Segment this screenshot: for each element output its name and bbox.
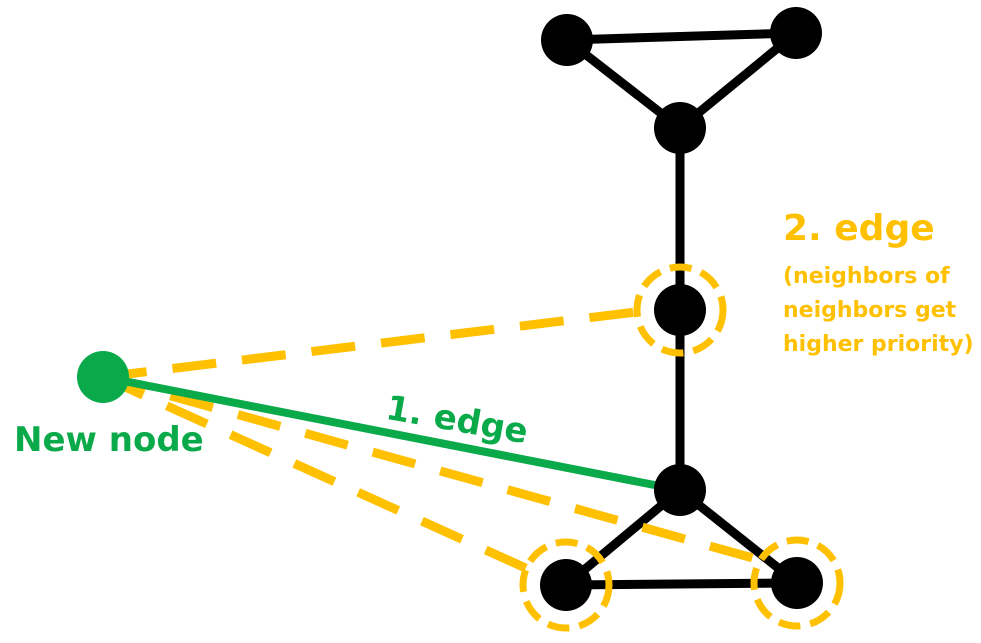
new-node-label: New node (14, 420, 204, 460)
node-middle (654, 284, 706, 336)
second-edge-note-line-3: higher priority) (783, 332, 974, 357)
existing-nodes (540, 7, 823, 611)
candidate-ring-bottom-left (519, 538, 613, 632)
candidate-rings (519, 263, 844, 632)
edge-top-left-top-right (562, 28, 801, 45)
second-edge-label: 2. edge (783, 208, 935, 249)
node-bottom-left (540, 559, 592, 611)
candidate-edges (101, 307, 762, 575)
second-edge-note-line-1: (neighbors of (783, 264, 950, 289)
node-top-left (541, 14, 593, 66)
new-node (77, 351, 129, 403)
candidate-edge-bottom-right (101, 372, 762, 565)
edge-bottom-left-bottom-right (561, 578, 802, 590)
node-top-right (770, 7, 822, 59)
second-edge-note-line-2: neighbors get (783, 298, 957, 323)
first-edge (102, 373, 681, 494)
node-upper-hub (654, 102, 706, 154)
candidate-edge-middle (102, 307, 637, 382)
node-bottom-right (771, 557, 823, 609)
second-edge-note: (neighbors of neighbors get higher prior… (783, 260, 974, 362)
candidate-ring-middle (633, 263, 727, 357)
candidate-edge-bottom-left (101, 372, 532, 575)
candidate-ring-bottom-right (750, 536, 844, 630)
node-lower-hub (654, 464, 706, 516)
